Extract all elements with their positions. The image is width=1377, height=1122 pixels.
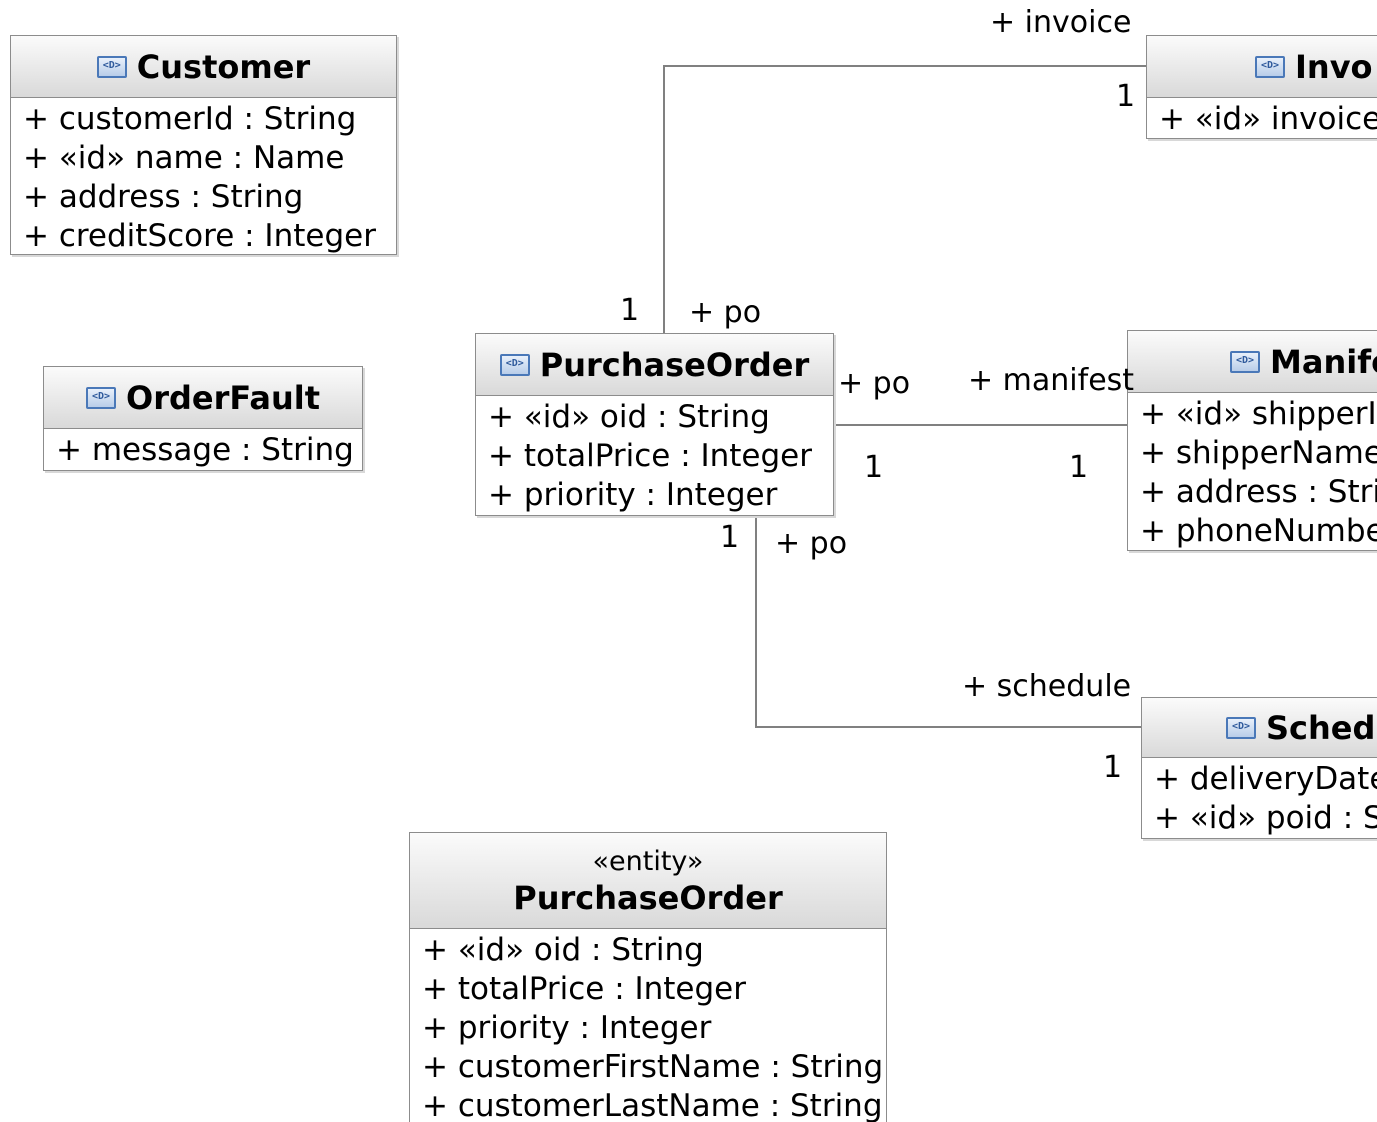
role-label-manifest: + manifest — [968, 363, 1135, 398]
attribute[interactable]: + «id» name : Name — [23, 140, 345, 176]
attribute[interactable]: + message : String — [56, 432, 354, 468]
attribute-list: + «id» oid : String + totalPrice : Integ… — [476, 396, 833, 515]
attribute[interactable]: + «id» oid : String — [422, 932, 704, 968]
role-label-invoice: + invoice — [990, 5, 1132, 40]
attribute[interactable]: + deliveryDate — [1154, 761, 1377, 797]
role-label-po: + po — [775, 526, 848, 561]
attribute[interactable]: + shipperName — [1140, 435, 1377, 471]
class-header: Sched — [1142, 698, 1377, 758]
class-header: Manife — [1128, 331, 1377, 393]
attribute-list: + «id» shipperId + shipperName + address… — [1128, 393, 1377, 550]
attribute-list: + customerId : String + «id» name : Name… — [11, 98, 396, 254]
class-name: Invo — [1295, 47, 1373, 86]
attribute[interactable]: + customerLastName : String — [422, 1088, 883, 1122]
datatype-icon — [499, 353, 530, 376]
attribute[interactable]: + address : String — [23, 179, 304, 215]
multiplicity-label: 1 — [1103, 750, 1123, 785]
class-header: PurchaseOrder — [476, 334, 833, 396]
attribute[interactable]: + customerFirstName : String — [422, 1049, 884, 1085]
class-name: Manife — [1270, 342, 1377, 381]
attribute[interactable]: + priority : Integer — [488, 477, 778, 513]
class-name: PurchaseOrder — [539, 345, 810, 384]
datatype-icon — [1226, 716, 1256, 739]
class-header: Customer — [11, 36, 396, 98]
attribute[interactable]: + phoneNumbe — [1140, 513, 1377, 549]
role-label-po: + po — [689, 295, 762, 330]
multiplicity-label: 1 — [1116, 79, 1136, 114]
multiplicity-label: 1 — [720, 520, 740, 555]
attribute[interactable]: + «id» shipperId — [1140, 396, 1377, 432]
class-schedule[interactable]: Sched + deliveryDate + «id» poid : S — [1141, 697, 1377, 839]
attribute[interactable]: + customerId : String — [23, 101, 357, 137]
attribute[interactable]: + «id» oid : String — [488, 399, 770, 435]
class-invoice[interactable]: Invo + «id» invoiceI — [1146, 35, 1377, 139]
attribute-list: + deliveryDate + «id» poid : S — [1142, 758, 1377, 838]
datatype-icon — [86, 386, 116, 409]
attribute[interactable]: + address : Strin — [1140, 474, 1377, 510]
multiplicity-label: 1 — [620, 293, 640, 328]
class-name: PurchaseOrder — [513, 878, 783, 917]
stereotype-label: «entity» — [592, 845, 704, 877]
class-order-fault[interactable]: OrderFault + message : String — [43, 366, 363, 471]
class-purchase-order[interactable]: PurchaseOrder + «id» oid : String + tota… — [475, 333, 834, 516]
class-name: Sched — [1266, 708, 1376, 747]
attribute-list: + «id» oid : String + totalPrice : Integ… — [410, 929, 886, 1122]
multiplicity-label: 1 — [1069, 450, 1089, 485]
class-name: Customer — [136, 47, 311, 86]
association-po-schedule[interactable] — [755, 515, 1141, 728]
datatype-icon — [1230, 350, 1260, 373]
class-entity-purchase-order[interactable]: «entity» PurchaseOrder + «id» oid : Stri… — [409, 832, 887, 1122]
attribute[interactable]: + priority : Integer — [422, 1010, 712, 1046]
multiplicity-label: 1 — [864, 450, 884, 485]
attribute[interactable]: + «id» invoiceI — [1159, 101, 1377, 137]
class-manifest[interactable]: Manife + «id» shipperId + shipperName + … — [1127, 330, 1377, 551]
class-customer[interactable]: Customer + customerId : String + «id» na… — [10, 35, 397, 255]
attribute[interactable]: + «id» poid : S — [1154, 800, 1377, 836]
class-header: Invo — [1147, 36, 1377, 98]
attribute[interactable]: + creditScore : Integer — [23, 218, 376, 254]
attribute-list: + message : String — [44, 429, 362, 470]
attribute[interactable]: + totalPrice : Integer — [422, 971, 747, 1007]
role-label-po: + po — [838, 366, 911, 401]
class-header: «entity» PurchaseOrder — [410, 833, 886, 929]
attribute[interactable]: + totalPrice : Integer — [488, 438, 813, 474]
datatype-icon — [96, 55, 127, 78]
datatype-icon — [1255, 55, 1285, 78]
role-label-schedule: + schedule — [962, 669, 1132, 704]
attribute-list: + «id» invoiceI — [1147, 98, 1377, 138]
class-header: OrderFault — [44, 367, 362, 429]
class-name: OrderFault — [126, 378, 320, 417]
association-po-invoice[interactable] — [663, 65, 1146, 333]
